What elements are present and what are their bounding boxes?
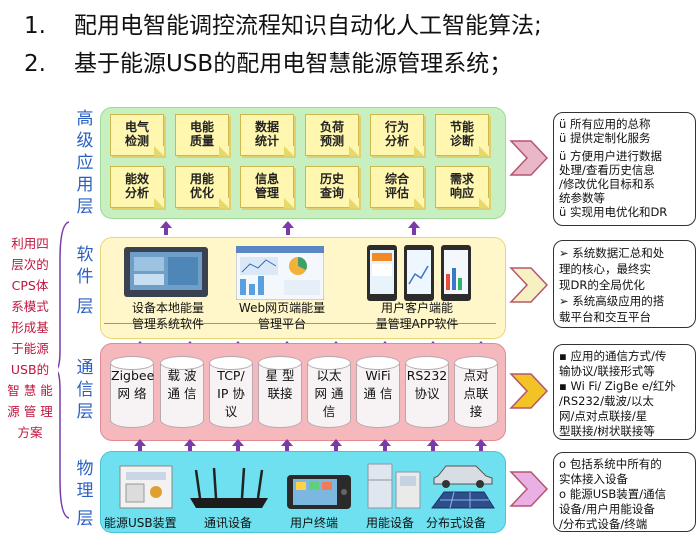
app-tile: 节能诊断	[435, 114, 489, 156]
app-tile: 行为分析	[370, 114, 424, 156]
arrow-up-icon	[232, 439, 244, 453]
physical-item-label: 用能设备	[366, 516, 415, 530]
energy-usb-device-icon	[119, 465, 173, 509]
mobile-app-icon	[367, 245, 471, 301]
arrow-up-icon	[427, 439, 439, 453]
software-item-app: 用户客户端能量管理APP软件	[375, 301, 459, 331]
brace-icon	[58, 221, 70, 519]
app-tile: 负荷预测	[305, 114, 359, 156]
app-tile: 信息管理	[240, 166, 294, 208]
physical-item-label: 通讯设备	[204, 516, 253, 530]
chevron-right-icon	[509, 267, 549, 303]
heading-2: 2.基于能源USB的配用电智慧能源管理系统；	[24, 51, 513, 77]
app-tile: 综合评估	[370, 166, 424, 208]
divider	[104, 323, 496, 324]
layer-label-comm: 通 信 层	[76, 358, 94, 422]
heading-1: 1.配用电智能调控流程知识自动化人工智能算法;	[24, 13, 542, 39]
web-dashboard-icon	[236, 246, 324, 300]
arrow-up-icon	[475, 439, 487, 453]
arrow-up-icon	[184, 439, 196, 453]
app-tile: 能效分析	[110, 166, 164, 208]
physical-item-label: 用户终端	[290, 516, 339, 530]
comm-item: 点对点联接	[454, 356, 498, 428]
app-tile: 用能优化	[175, 166, 229, 208]
appliance-icon	[367, 463, 421, 509]
app-tile: 需求响应	[435, 166, 489, 208]
arrow-up-icon	[408, 221, 420, 235]
app-tile: 电能质量	[175, 114, 229, 156]
app-tile: 数据统计	[240, 114, 294, 156]
physical-layer-description: o 包括系统中所有的 实体接入设备 o 能源USB装置/通信 设备/用户用能设备…	[553, 452, 696, 532]
distributed-equipment-icon	[431, 465, 495, 509]
physical-item-label: 分布式设备	[426, 516, 487, 530]
comm-item: 以太网 通信	[307, 356, 351, 428]
comm-layer-description: ▪ 应用的通信方式/传 输协议/联接形式等 ▪ Wi Fi/ ZigBe e/红…	[553, 344, 696, 440]
arrow-up-icon	[330, 439, 342, 453]
software-layer-description: ➢ 系统数据汇总和处 理的核心，最终实 现DR的全局优化 ➢ 系统高级应用的搭 …	[553, 240, 696, 328]
layer-label-physical: 物 理 层	[76, 459, 94, 529]
device-screen-icon	[124, 247, 208, 297]
user-terminal-icon	[287, 475, 351, 509]
layer-label-app: 高 级 应 用 层	[76, 109, 94, 217]
software-item-local: 设备本地能量管理系统软件	[131, 301, 204, 331]
comm-item: 星 型联接	[258, 356, 302, 428]
chevron-right-icon	[509, 471, 549, 507]
side-description: 利用四 层次的 CPS体 系模式 形成基 于能源 USB的 智 慧 能 源 管 …	[7, 236, 53, 440]
layer-label-software: 软 件 层	[76, 245, 94, 317]
arrow-up-icon	[160, 221, 172, 235]
app-layer-description: ü 所有应用的总称 ü 提供定制化服务 ü 方便用户进行数据 处理/查看历史信息…	[553, 112, 696, 226]
chevron-right-icon	[509, 373, 549, 409]
arrow-up-icon	[282, 221, 294, 235]
app-tile: 历史查询	[305, 166, 359, 208]
chevron-right-icon	[509, 140, 549, 176]
comm-item: TCP/IP 协议	[209, 356, 253, 428]
arrow-up-icon	[379, 439, 391, 453]
app-tile: 电气检测	[110, 114, 164, 156]
comm-item: 载 波通 信	[160, 356, 204, 428]
arrow-up-icon	[281, 439, 293, 453]
arrow-up-icon	[134, 439, 146, 453]
router-icon	[190, 468, 268, 508]
software-item-web: Web网页端能量管理平台	[238, 301, 326, 331]
physical-item-label: 能源USB装置	[104, 516, 177, 530]
